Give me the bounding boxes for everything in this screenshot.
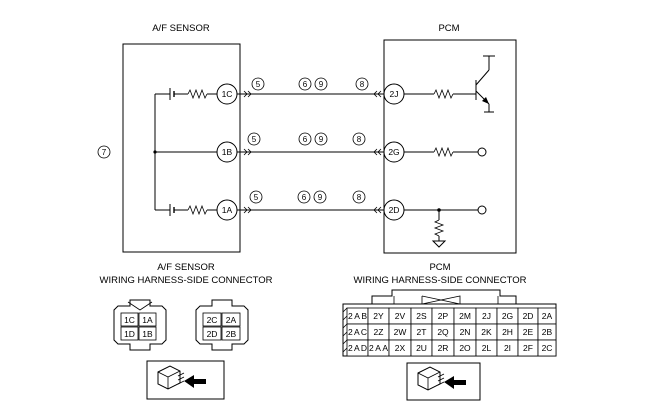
svg-text:2B: 2B [226, 329, 237, 339]
pcm-cavity-label: 2G [502, 311, 513, 321]
callout-6-row3: 6 [297, 190, 311, 204]
pcm-cavity-label: 2Q [437, 327, 449, 337]
callout-5-row1: 5 [251, 77, 265, 91]
svg-text:2J: 2J [390, 89, 399, 99]
pcm-connector: 2AB 2Y 2V 2S 2P 2M 2J 2G 2D 2A 2AC 2Z 2W 2T 2Q 2N 2K 2H 2E… [342, 289, 557, 357]
sensor-pin-1a: 1A [216, 199, 238, 221]
pcm-box [383, 39, 517, 254]
callout-6-row1: 6 [298, 77, 312, 91]
pcm-cavity-label: 2AA [369, 343, 388, 353]
svg-text:1B: 1B [222, 147, 233, 157]
svg-text:9: 9 [319, 135, 324, 144]
harness-wire-1b-2g [237, 148, 384, 156]
sensor-connector-left: 1C 1A 1D 1B [113, 299, 167, 351]
svg-text:1A: 1A [142, 315, 153, 325]
pcm-cavity-label: 2AC [348, 327, 367, 337]
svg-text:8: 8 [360, 80, 365, 89]
svg-text:1B: 1B [142, 329, 153, 339]
sensor-box [122, 43, 241, 253]
pcm-cavity-label: 2B [542, 327, 553, 337]
sensor-title: A/F SENSOR [152, 23, 210, 34]
svg-text:6: 6 [302, 193, 307, 202]
pcm-internal-circuit [404, 55, 495, 248]
pcm-connector-cells: 2AB 2Y 2V 2S 2P 2M 2J 2G 2D 2A 2AC 2Z 2W 2T 2Q 2N 2K 2H 2E… [346, 307, 557, 357]
pcm-pin-2d: 2D [383, 199, 405, 221]
pcm-title: PCM [438, 23, 459, 34]
pcm-cavity-label: 2K [481, 327, 492, 337]
pcm-cavity-label: 2E [523, 327, 534, 337]
svg-text:8: 8 [357, 135, 362, 144]
callout-8-row2: 8 [352, 132, 366, 146]
svg-text:2D: 2D [207, 329, 218, 339]
sensor-connector-title-2: WIRING HARNESS-SIDE CONNECTOR [100, 275, 273, 286]
callout-8-row3: 8 [352, 190, 366, 204]
pcm-cavity-label: 2P [438, 311, 449, 321]
svg-text:9: 9 [319, 80, 324, 89]
pcm-cavity-label: 2M [459, 311, 471, 321]
svg-text:8: 8 [357, 193, 362, 202]
svg-text:2D: 2D [389, 205, 400, 215]
pcm-cavity-label: 2C [542, 343, 553, 353]
pcm-cavity-label: 2Z [374, 327, 384, 337]
sensor-connector-view-icon [146, 360, 225, 400]
callout-9-row2: 9 [314, 132, 328, 146]
sensor-internal-circuit [153, 88, 217, 216]
pcm-pin-2g: 2G [383, 141, 405, 163]
sensor-connector-right: 2C 2A 2D 2B [195, 299, 249, 351]
harness-wire-1c-2j [237, 90, 384, 98]
pcm-cavity-label: 2N [460, 327, 471, 337]
svg-text:2A: 2A [226, 315, 237, 325]
svg-text:2C: 2C [207, 315, 218, 325]
pcm-cavity [537, 339, 557, 357]
pcm-cavity-label: 2H [502, 327, 513, 337]
pcm-cavity-label: 2J [482, 311, 491, 321]
pcm-cavity-label: 2I [504, 343, 511, 353]
svg-text:1C: 1C [222, 89, 233, 99]
pcm-cavity-label: 2R [438, 343, 449, 353]
callout-5-row3: 5 [249, 190, 263, 204]
svg-text:2G: 2G [388, 147, 399, 157]
svg-text:9: 9 [318, 193, 323, 202]
svg-text:6: 6 [303, 135, 308, 144]
pcm-connector-title-1: PCM [429, 262, 450, 273]
pcm-cavity-label: 2O [459, 343, 471, 353]
callout-9-row3: 9 [313, 190, 327, 204]
pcm-cavity-label: 2X [395, 343, 406, 353]
pcm-cavity-label: 2S [416, 311, 427, 321]
svg-text:1D: 1D [124, 329, 135, 339]
svg-text:1C: 1C [124, 315, 135, 325]
pcm-cavity-label: 2D [523, 311, 534, 321]
pcm-connector-view-icon [406, 362, 481, 401]
svg-text:5: 5 [252, 135, 257, 144]
pcm-cavity-label: 2F [523, 343, 533, 353]
pcm-cavity-label: 2AD [348, 343, 367, 353]
callout-8-row1: 8 [355, 77, 369, 91]
pcm-cavity-label: 2T [417, 327, 427, 337]
callout-5-row2: 5 [247, 132, 261, 146]
callout-7: 7 [97, 145, 111, 159]
svg-text:1A: 1A [222, 205, 233, 215]
pcm-cavity-label: 2V [395, 311, 406, 321]
sensor-pin-1c: 1C [216, 83, 238, 105]
callout-6-row2: 6 [298, 132, 312, 146]
pcm-pin-2j: 2J [383, 83, 405, 105]
pcm-cavity-label: 2L [482, 343, 492, 353]
pcm-cavity-label: 2U [416, 343, 427, 353]
pcm-cavity-label: 2Y [373, 311, 384, 321]
svg-text:5: 5 [256, 80, 261, 89]
pcm-cavity-label: 2A [542, 311, 553, 321]
sensor-connector-title-1: A/F SENSOR [157, 262, 215, 273]
pcm-cavity-label: 2W [394, 327, 407, 337]
svg-text:7: 7 [102, 148, 107, 157]
svg-text:6: 6 [303, 80, 308, 89]
pcm-connector-title-2: WIRING HARNESS-SIDE CONNECTOR [354, 275, 527, 286]
sensor-pin-1b: 1B [216, 141, 238, 163]
svg-text:5: 5 [254, 193, 259, 202]
harness-wire-1a-2d [237, 206, 384, 214]
pcm-cavity-label: 2AB [348, 311, 367, 321]
callout-9-row1: 9 [314, 77, 328, 91]
